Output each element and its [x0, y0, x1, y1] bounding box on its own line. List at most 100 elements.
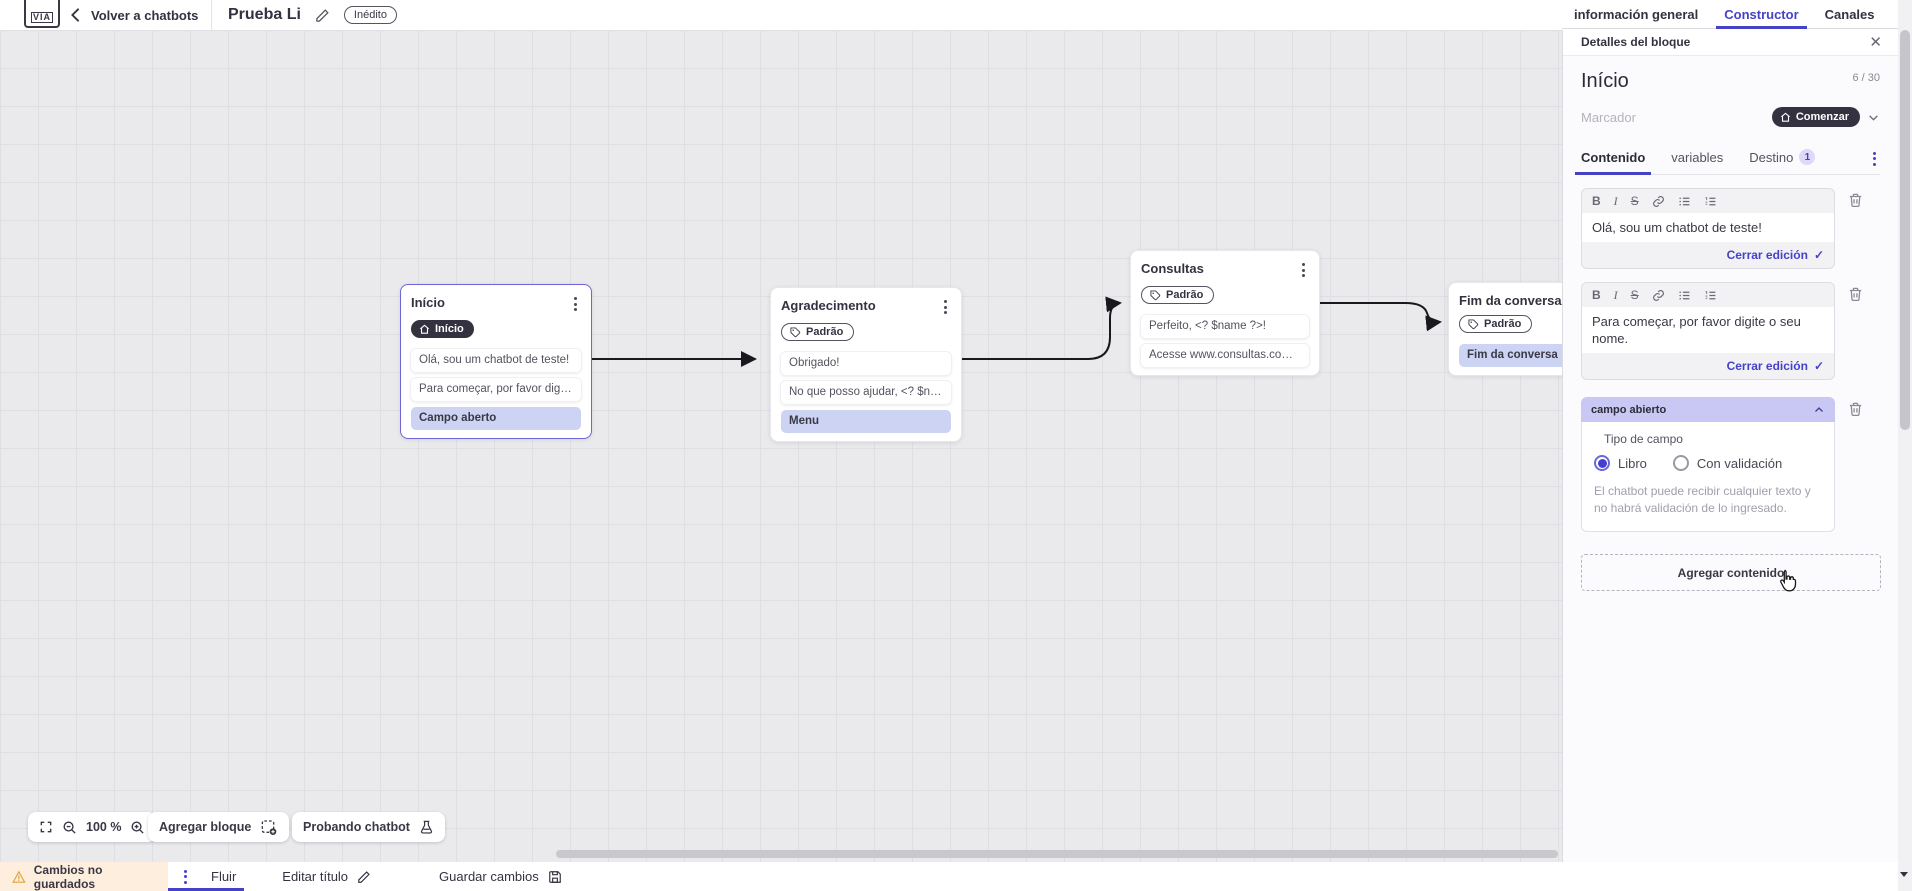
back-to-chatbots-button[interactable]: Volver a chatbots: [70, 0, 198, 30]
bullet-list-icon[interactable]: [1678, 289, 1691, 302]
link-icon[interactable]: [1652, 289, 1665, 302]
block-type-badge[interactable]: Padrão: [1459, 315, 1533, 333]
save-changes-button[interactable]: Guardar cambios: [419, 862, 582, 891]
radio-unselected-icon: [1672, 455, 1689, 471]
block-type-badge[interactable]: Padrão: [781, 323, 855, 341]
home-icon: [1780, 112, 1790, 122]
scroll-corner-arrow: [1898, 868, 1910, 880]
flow-block-consultas[interactable]: Consultas Padrão Perfeito, <? $name ?>! …: [1130, 250, 1320, 376]
block-name[interactable]: Início: [1581, 70, 1629, 92]
link-icon[interactable]: [1652, 195, 1665, 208]
block-type-badge[interactable]: Padrão: [1141, 286, 1215, 304]
chevron-down-icon[interactable]: [1867, 111, 1880, 124]
strikethrough-icon[interactable]: S: [1630, 194, 1639, 208]
message-text-input[interactable]: Para começar, por favor digite o seu nom…: [1582, 307, 1834, 353]
block-card-text[interactable]: Acesse www.consultas.com par...: [1141, 343, 1309, 367]
check-icon: ✓: [1813, 359, 1824, 373]
comenzar-dropdown[interactable]: Comenzar: [1771, 107, 1860, 127]
vertical-scrollbar[interactable]: [1898, 0, 1912, 891]
tab-destino[interactable]: Destino 1: [1749, 143, 1816, 174]
numbered-list-icon[interactable]: [1704, 195, 1717, 208]
italic-icon[interactable]: I: [1613, 194, 1618, 208]
bold-icon[interactable]: B: [1592, 288, 1601, 302]
bullet-list-icon[interactable]: [1678, 195, 1691, 208]
add-block-button[interactable]: Agregar bloque: [148, 812, 290, 842]
delete-content-icon[interactable]: [1847, 400, 1864, 418]
open-field-card: campo abierto Tipo de campo Libro Con va…: [1581, 397, 1835, 532]
block-menu-icon[interactable]: [1298, 261, 1309, 279]
tag-icon: [1468, 318, 1479, 329]
text-editor: B I S Olá, sou um chatbot de teste! Cerr…: [1581, 188, 1835, 269]
flow-tab[interactable]: Fluir: [168, 862, 245, 891]
radio-con-validacion[interactable]: Con validación: [1672, 455, 1782, 471]
header-divider: [211, 0, 212, 30]
close-edit-button[interactable]: Cerrar edición✓: [1726, 248, 1824, 262]
flow-block-agradecimento[interactable]: Agradecimento Padrão Obrigado! No que po…: [770, 287, 962, 442]
block-type-badge[interactable]: Início: [411, 320, 474, 338]
app-logo[interactable]: VIA: [24, 0, 60, 28]
zoom-out-icon[interactable]: [62, 820, 77, 835]
block-title: Fim da conversa: [1459, 293, 1562, 308]
flow-canvas[interactable]: Início Início Olá, sou um chatbot de tes…: [0, 30, 1562, 862]
editor-toolbar: B I S: [1582, 283, 1834, 307]
block-card-text[interactable]: Para começar, por favor digite o ...: [411, 377, 581, 401]
block-card-text[interactable]: Perfeito, <? $name ?>!: [1141, 314, 1309, 338]
save-icon: [548, 870, 561, 883]
block-details-panel: Detalles del bloque ✕ Início 6 / 30 Marc…: [1562, 29, 1898, 862]
warning-icon: [12, 870, 26, 883]
zoom-in-icon[interactable]: [130, 820, 145, 835]
panel-tabs: Contenido variables Destino 1: [1574, 143, 1880, 175]
zoom-controls[interactable]: 100 %: [28, 812, 157, 842]
message-text-input[interactable]: Olá, sou um chatbot de teste!: [1582, 213, 1834, 242]
scrollbar-thumb[interactable]: [1900, 30, 1910, 430]
radio-libro[interactable]: Libro: [1594, 455, 1647, 471]
strikethrough-icon[interactable]: S: [1630, 288, 1639, 302]
block-title: Início: [411, 295, 445, 310]
marker-input[interactable]: Marcador: [1581, 109, 1636, 125]
bottom-status-bar: Cambios no guardados Fluir Editar título…: [0, 862, 1898, 891]
add-content-button[interactable]: Agregar contenido: [1581, 554, 1881, 591]
destino-count-badge: 1: [1799, 149, 1816, 165]
block-title: Agradecimento: [781, 298, 876, 313]
delete-content-icon[interactable]: [1847, 285, 1864, 303]
delete-content-icon[interactable]: [1847, 191, 1864, 209]
flow-tab-menu-icon[interactable]: [180, 868, 191, 886]
unsaved-changes-warning: Cambios no guardados: [0, 862, 168, 891]
block-menu-icon[interactable]: [570, 295, 581, 313]
numbered-list-icon[interactable]: [1704, 289, 1717, 302]
block-card-text[interactable]: Olá, sou um chatbot de teste!: [411, 348, 581, 372]
tag-icon: [1150, 289, 1161, 300]
block-card-text[interactable]: Obrigado!: [781, 351, 951, 375]
tab-variables[interactable]: variables: [1671, 149, 1724, 165]
block-card-text[interactable]: No que posso ajudar, <? $name ...: [781, 380, 951, 404]
bold-icon[interactable]: B: [1592, 194, 1601, 208]
pencil-icon: [358, 870, 370, 883]
tab-informacion-general[interactable]: información general: [1574, 6, 1699, 22]
block-card-menu[interactable]: Menu: [781, 409, 951, 433]
zoom-level: 100 %: [86, 820, 122, 834]
fullscreen-icon[interactable]: [39, 820, 53, 834]
tab-canales[interactable]: Canales: [1824, 6, 1875, 22]
tab-contenido[interactable]: Contenido: [1574, 144, 1652, 175]
flow-block-fim[interactable]: Fim da conversa Padrão Fim da conversa: [1448, 282, 1562, 376]
close-icon[interactable]: ✕: [1869, 33, 1882, 51]
edit-title-pencil-icon[interactable]: [315, 8, 330, 23]
open-field-accordion-header[interactable]: campo abierto: [1581, 397, 1835, 422]
edit-title-button[interactable]: Editar título: [262, 862, 391, 891]
field-type-label: Tipo de campo: [1604, 432, 1683, 446]
chevron-left-icon: [71, 8, 80, 22]
tab-constructor[interactable]: Constructor: [1716, 0, 1808, 29]
canvas-horizontal-scrollbar[interactable]: [556, 850, 1558, 858]
test-chatbot-button[interactable]: Probando chatbot: [292, 812, 445, 842]
flask-icon: [420, 820, 433, 834]
panel-title: Detalles del bloque: [1581, 35, 1691, 49]
chatbot-title: Prueba Li: [228, 6, 301, 23]
text-editor: B I S Para começar, por favor digite o s…: [1581, 282, 1835, 380]
block-card-end[interactable]: Fim da conversa: [1459, 343, 1562, 367]
flow-block-inicio[interactable]: Início Início Olá, sou um chatbot de tes…: [400, 284, 592, 439]
panel-menu-icon[interactable]: [1869, 150, 1880, 168]
block-card-open-field[interactable]: Campo aberto: [411, 406, 581, 430]
block-menu-icon[interactable]: [940, 298, 951, 316]
close-edit-button[interactable]: Cerrar edición✓: [1726, 359, 1824, 373]
italic-icon[interactable]: I: [1613, 288, 1618, 302]
